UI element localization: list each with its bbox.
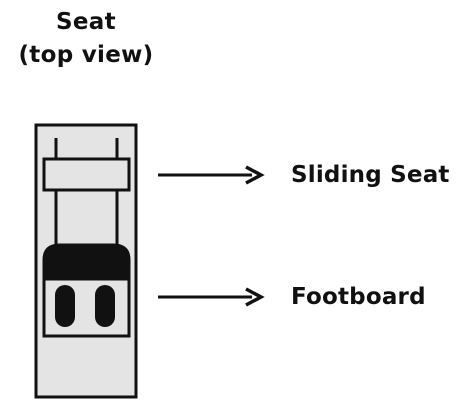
foot-pad-right	[95, 285, 115, 327]
right-arrow-icon	[158, 287, 265, 307]
sliding-seat-label: Sliding Seat	[291, 162, 450, 188]
sliding-seat	[42, 157, 131, 192]
foot-pad-left	[55, 285, 75, 327]
footboard-label: Footboard	[291, 284, 426, 310]
right-arrow-icon	[158, 165, 265, 185]
footboard-top	[42, 243, 131, 281]
footboard	[42, 243, 131, 338]
title-line-1: Seat	[56, 9, 116, 35]
diagram-title: Seat (top view)	[0, 6, 172, 72]
title-line-2: (top view)	[18, 42, 154, 68]
